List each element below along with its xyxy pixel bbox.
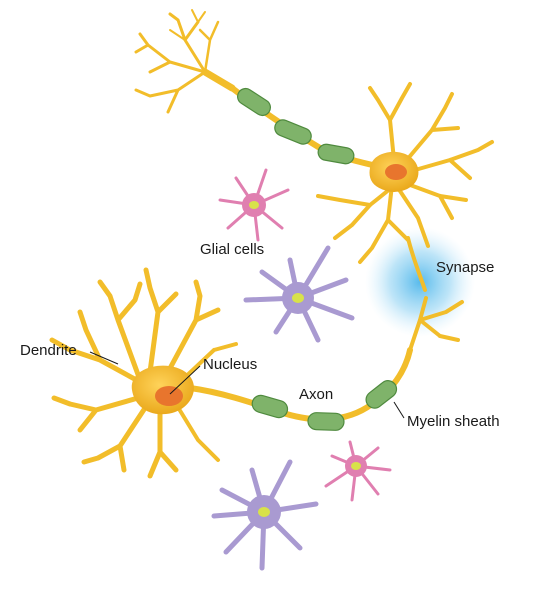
- dendrite-leader: [89, 351, 119, 365]
- myelin-segment: [274, 119, 312, 145]
- myelin-segment: [237, 87, 271, 117]
- glial-cells-label: Glial cells: [200, 241, 265, 258]
- upper-axon-terminal: [406, 236, 427, 292]
- glial-cell-pink-upper: [218, 168, 290, 242]
- myelin-segment: [307, 412, 345, 431]
- upper-nucleus: [385, 164, 407, 180]
- dendrite-label: Dendrite: [20, 342, 77, 359]
- nucleus-label: Nucleus: [203, 356, 258, 373]
- myelin-segment: [365, 380, 398, 409]
- myelin-segment: [317, 143, 355, 165]
- lower-myelin-segments: [251, 380, 398, 431]
- lower-soma: [131, 365, 194, 415]
- glial-cell-purple-lower: [211, 459, 319, 571]
- leader-lines: [89, 351, 405, 419]
- axon-label: Axon: [299, 386, 334, 403]
- myelin-leader: [393, 401, 405, 419]
- synapse-label: Synapse: [436, 259, 495, 276]
- upper-myelin-segments: [237, 87, 355, 165]
- nucleus-leader: [169, 365, 201, 395]
- myelin-sheath-label: Myelin sheath: [407, 413, 500, 430]
- lower-nucleus: [155, 386, 183, 406]
- glial-cell-pink-lower: [324, 440, 392, 502]
- myelin-segment: [251, 394, 289, 419]
- upper-neuron-dendrites-topleft: [134, 9, 236, 114]
- upper-soma: [369, 151, 419, 192]
- glial-cell-purple-middle: [243, 245, 355, 343]
- upper-neuron-dendrites-right: [316, 82, 494, 264]
